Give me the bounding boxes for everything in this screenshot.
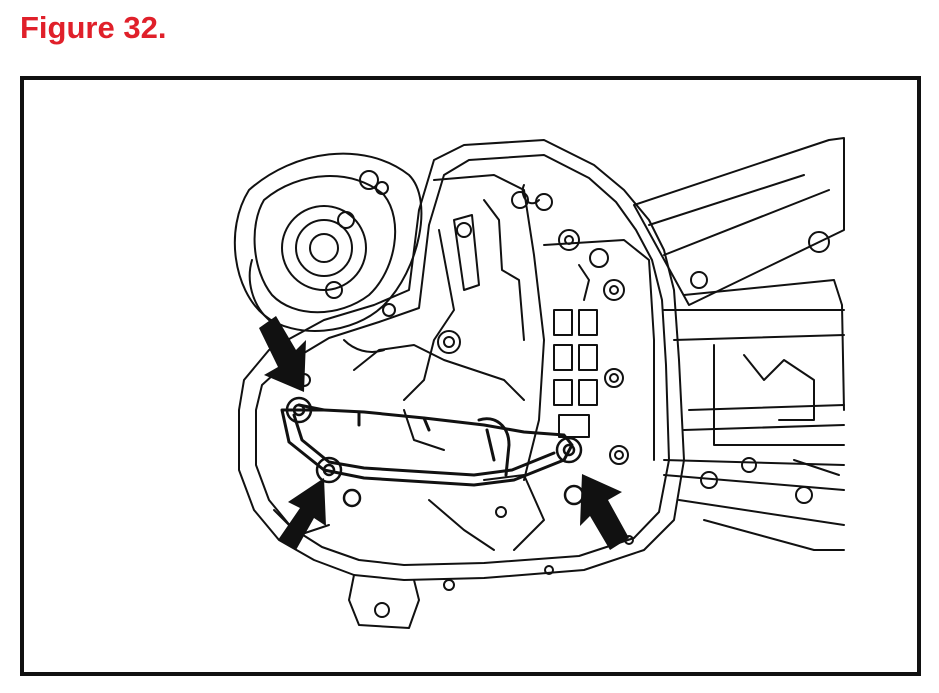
torque-converter-housing: [233, 152, 423, 332]
bolt-right: [555, 436, 583, 464]
transmission-diagram: [233, 137, 845, 629]
bolt-left-upper: [285, 396, 313, 424]
arrow-lower-right-icon: [580, 474, 629, 550]
figure-title: Figure 32.: [20, 10, 167, 45]
arrow-upper-left-icon: [259, 316, 306, 392]
bolt-left-lower: [315, 456, 343, 484]
arrow-lower-left-icon: [278, 478, 326, 550]
bolts: [285, 396, 585, 508]
transmission-case: [633, 137, 845, 551]
illustration-frame: [20, 76, 921, 676]
oil-pan-outline: [238, 139, 685, 629]
